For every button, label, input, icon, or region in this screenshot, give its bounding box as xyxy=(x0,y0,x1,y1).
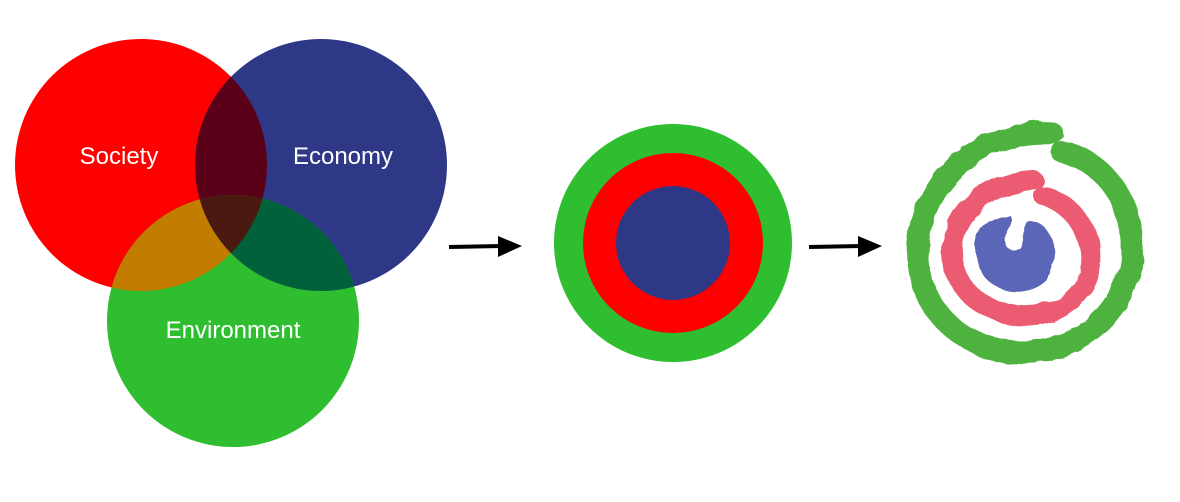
environment-label: Environment xyxy=(165,317,301,344)
economy-environment-overlap xyxy=(195,195,359,291)
nested-circles-icon xyxy=(554,124,792,362)
spiral-blue-stroke xyxy=(975,214,1055,291)
nested-inner-economy xyxy=(616,186,730,300)
watercolor-spiral-icon xyxy=(907,121,1144,364)
right-arrow-icon xyxy=(448,236,522,257)
spiral-green-stroke xyxy=(907,121,1144,364)
venn-diagram xyxy=(15,39,447,447)
spiral-red-stroke xyxy=(941,170,1101,327)
society-environment-overlap xyxy=(107,195,267,291)
society-label: Society xyxy=(79,143,159,170)
economy-label: Economy xyxy=(292,143,394,170)
right-arrow-icon xyxy=(808,236,882,257)
